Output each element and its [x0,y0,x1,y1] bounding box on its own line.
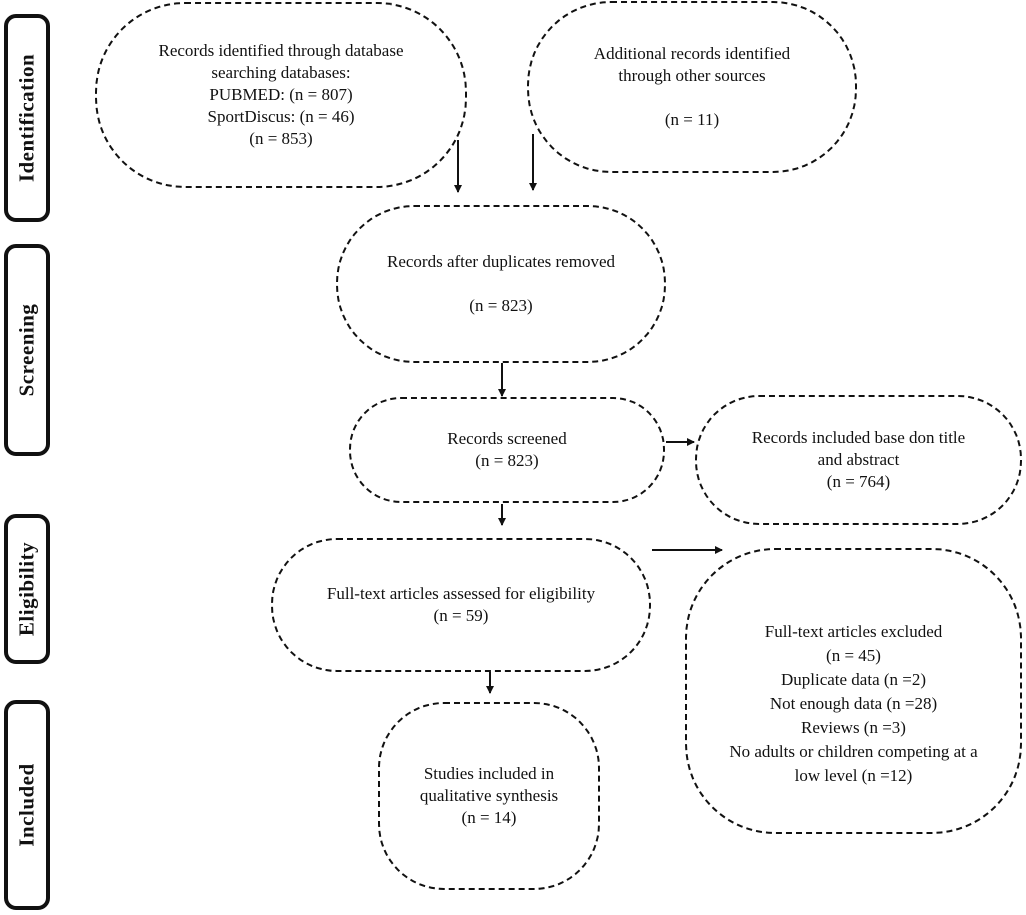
other-sources-count: (n = 11) [664,110,720,129]
excluded-no-adults-line1: No adults or children competing at a [729,742,978,761]
full-text-assessed-label: Full-text articles assessed for eligibil… [326,584,596,603]
included-studies-line2: qualitative synthesis [419,786,559,805]
excluded-not-enough-data: Not enough data (n =28) [769,694,938,713]
other-sources-line2: through other sources [618,66,766,85]
title-abstract-count: (n = 764) [826,472,891,491]
other-sources-box: Additional records identified through ot… [527,1,857,173]
title-abstract-box: Records included base don title and abst… [695,395,1022,525]
included-studies-line1: Studies included in [423,764,555,783]
full-text-excluded-box: Full-text articles excluded (n = 45) Dup… [685,548,1022,834]
duplicates-removed-box: Records after duplicates removed (n = 82… [336,205,666,363]
database-search-pubmed: PUBMED: (n = 807) [209,85,353,104]
records-screened-box: Records screened (n = 823) [349,397,665,503]
other-sources-line1: Additional records identified [593,44,791,63]
excluded-reviews: Reviews (n =3) [801,718,906,737]
phase-identification: Identification [4,14,50,222]
full-text-assessed-box: Full-text articles assessed for eligibil… [271,538,651,672]
database-search-sportdiscus: SportDiscus: (n = 46) [207,107,355,126]
included-studies-box: Studies included in qualitative synthesi… [378,702,600,890]
duplicates-removed-label: Records after duplicates removed [387,252,615,271]
excluded-duplicate-data: Duplicate data (n =2) [780,670,927,689]
title-abstract-line2: and abstract [817,450,900,469]
database-search-line2: searching databases: [211,63,351,82]
title-abstract-line1: Records included base don title [751,428,966,447]
records-screened-count: (n = 823) [475,451,539,470]
excluded-no-adults-line2: low level (n =12) [794,766,913,785]
phase-eligibility: Eligibility [4,514,50,664]
records-screened-label: Records screened [447,429,567,448]
included-studies-count: (n = 14) [461,808,517,827]
phase-screening: Screening [4,244,50,456]
duplicates-removed-count: (n = 823) [469,296,533,315]
full-text-excluded-count: (n = 45) [826,646,881,665]
full-text-assessed-count: (n = 59) [433,606,489,625]
database-search-line1: Records identified through database [158,41,404,60]
database-search-box: Records identified through database sear… [95,2,467,188]
phase-included: Included [4,700,50,910]
database-search-total: (n = 853) [249,129,313,148]
full-text-excluded-label: Full-text articles excluded [764,622,943,641]
